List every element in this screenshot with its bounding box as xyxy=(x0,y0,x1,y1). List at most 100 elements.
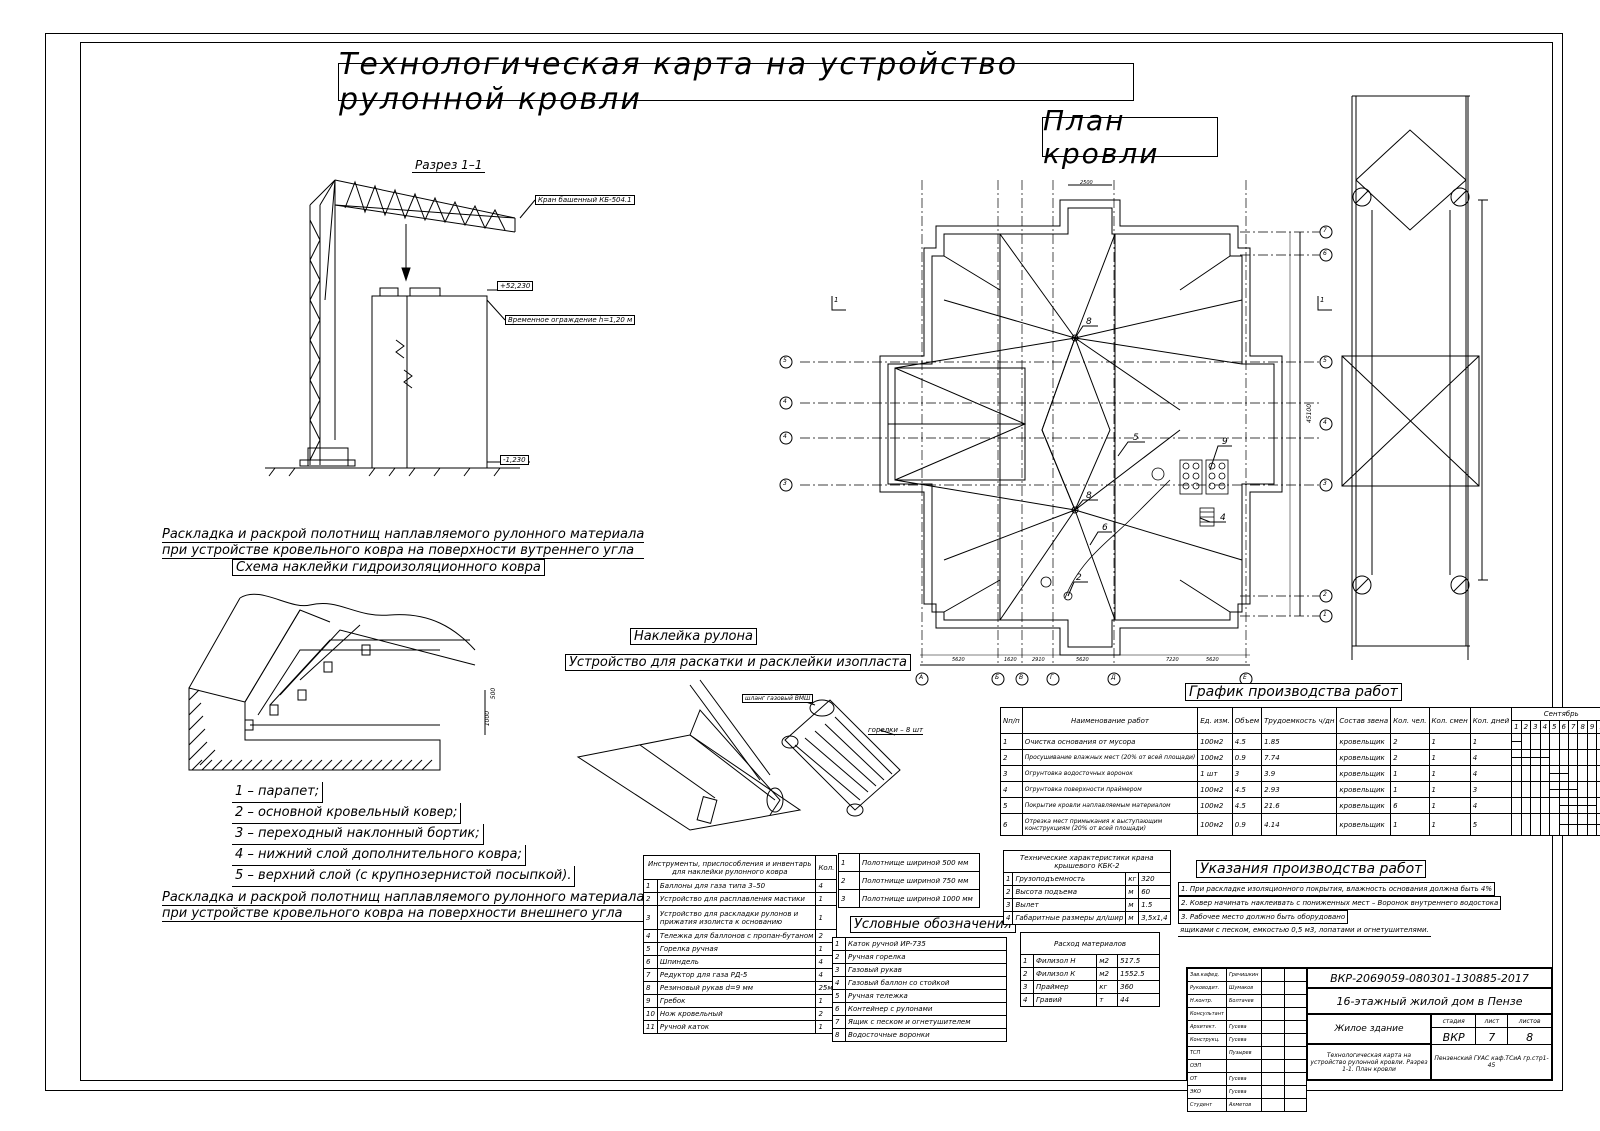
stamp-row: ОЭП xyxy=(1187,1059,1307,1073)
plan-dim-bottom: 1620 xyxy=(1004,657,1017,663)
roll-device-drawing xyxy=(576,679,901,831)
axis-label-right: 7 xyxy=(1323,227,1327,234)
callout-burner: 2 xyxy=(1076,573,1082,583)
main-title: Технологическая карта на устройство руло… xyxy=(338,47,1134,117)
legend-item: 1 – парапет; xyxy=(232,782,324,803)
plan-title: План кровли xyxy=(1042,104,1218,170)
callout-funnel-top: 8 xyxy=(1086,317,1092,327)
roll-subtitle: Устройство для раскатки и расклейки изоп… xyxy=(565,654,911,671)
instructions-list: 1. При раскладке изоляционного покрытия,… xyxy=(1178,882,1502,937)
roll-label-burners: горелки – 8 шт xyxy=(868,726,924,735)
axis-label-right: 1 xyxy=(1323,611,1327,618)
section-title: Разрез 1–1 xyxy=(412,158,486,173)
plan-dim-right: 45100 xyxy=(1306,403,1314,424)
axis-label-right: 3 xyxy=(1323,480,1327,487)
axis-label-left: 4 xyxy=(783,398,787,405)
roof-plan xyxy=(779,180,1333,686)
stamp-row: Зав.кафед.Гречишкин xyxy=(1187,968,1307,982)
instruction-line: 3. Рабочее место должно быть оборудовано xyxy=(1178,910,1349,924)
crane-label: Кран башенный КБ-504.1 xyxy=(535,195,635,205)
axis-label-left: 5 xyxy=(783,357,787,364)
dim-500: 500 xyxy=(490,687,498,700)
materials-header: Расход материалов xyxy=(1020,932,1160,955)
stamp-building: Жилое здание xyxy=(1307,1014,1431,1044)
section-drawing xyxy=(265,179,536,477)
axis-label-bottom: Д xyxy=(1111,674,1116,681)
callout-funnel-bottom: 8 xyxy=(1086,491,1092,501)
instruction-line: ящиками с песком, емкостью 0,5 м3, лопат… xyxy=(1178,924,1431,937)
axis-label-left: 4 xyxy=(783,433,787,440)
mark-top: +52,230 xyxy=(497,281,534,291)
legend-item: 5 – верхний слой (с крупнозернистой посы… xyxy=(232,866,576,887)
roll-label-hose: шланг газовый ВМШ xyxy=(742,694,814,703)
section-mark-right: 1 xyxy=(1320,296,1325,304)
crane-specs-table: Технические характеристики крана крышево… xyxy=(1002,850,1171,925)
schedule-title: График производства работ xyxy=(1185,683,1402,701)
tools-header: Инструменты, приспособления и инвентарь … xyxy=(642,855,838,880)
inner-corner-title: Раскладка и раскрой полотнищ наплавляемо… xyxy=(162,527,645,559)
axis-label-right: 2 xyxy=(1323,591,1327,598)
side-elevation xyxy=(1341,95,1488,660)
plan-dim-top: 2500 xyxy=(1080,180,1093,186)
instruction-line: 2. Ковер начинать наклеивать с пониженны… xyxy=(1178,896,1502,910)
legend-item: 3 – переходный наклонный бортик; xyxy=(232,824,484,845)
callout-balloon: 4 xyxy=(1220,513,1226,523)
stamp-row: Н.контр.Болтачев xyxy=(1187,994,1307,1008)
axis-label-left: 3 xyxy=(783,480,787,487)
plan-dim-bottom: 5620 xyxy=(1206,657,1219,663)
inner-corner-scheme xyxy=(188,593,486,771)
symbols-title: Условные обозначения xyxy=(850,916,1016,933)
axis-label-right: 6 xyxy=(1323,250,1327,257)
plan-dim-bottom: 7220 xyxy=(1166,657,1179,663)
title-block: Зав.кафед.Гречишкин Руководит.Шумаков Н.… xyxy=(1186,967,1553,1112)
callout-container: 6 xyxy=(1102,523,1108,533)
stamp-row: Руководит.Шумаков xyxy=(1187,981,1307,995)
section-mark-left: 1 xyxy=(834,296,839,304)
stamp-code: ВКР-2069059-080301-130885-2017 xyxy=(1307,968,1552,988)
inner-corner-subtitle: Схема наклейки гидроизоляционного ковра xyxy=(232,559,545,576)
schedule-header: Nп/п Наименование работ Ед. изм. Объем Т… xyxy=(1000,707,1600,734)
stamp-row: Архитект.Гусева xyxy=(1187,1020,1307,1034)
axis-label-bottom: Б xyxy=(995,674,1000,681)
callout-box: 9 xyxy=(1222,437,1228,447)
outer-corner-title: Раскладка и раскрой полотнищ наплавляемо… xyxy=(162,890,645,922)
stamp-signatures: Зав.кафед.Гречишкин Руководит.Шумаков Н.… xyxy=(1187,968,1307,1112)
stamp-project: 16-этажный жилой дом в Пензе xyxy=(1307,988,1552,1014)
plan-dim-bottom: 5620 xyxy=(1076,657,1089,663)
axis-label-bottom: Е xyxy=(1243,674,1247,681)
mark-bottom: -1,230 xyxy=(500,455,529,465)
